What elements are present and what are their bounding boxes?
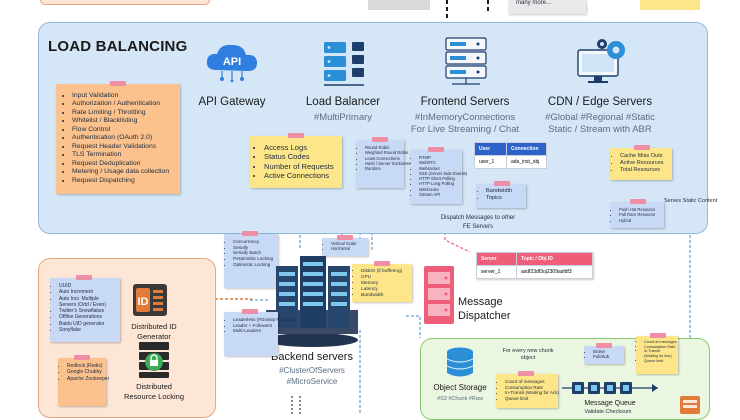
- load-balancer-label: Load Balancer: [305, 96, 381, 108]
- queue-modes-note: Broker Pub/Sub: [584, 343, 624, 364]
- backend-tag2: #MicroService: [286, 377, 338, 386]
- cdn-cache-note: Cache Miss Outs Active Resources Total R…: [610, 145, 672, 180]
- lock-label-2: Resource Locking: [123, 392, 185, 401]
- chunk-label: For every new chunk object: [502, 348, 554, 361]
- top-strip-gray-box: [368, 0, 430, 10]
- lock-server-icon: [139, 342, 169, 378]
- api-cloud-icon: API: [206, 44, 257, 82]
- queue-metrics-note: Count of messages Consumption Rate In-Tr…: [636, 333, 678, 374]
- backend-servers-icon: [266, 256, 358, 347]
- frontend-tag2: For Live Streaming / Chat: [410, 124, 520, 135]
- cdn-tag2: Static / Stream with ABR: [548, 124, 652, 135]
- fe-metrics-note: Bandwidth Topics: [476, 181, 526, 208]
- many-more-label: many more...: [516, 0, 552, 6]
- lock-label: Distributed: [136, 382, 172, 391]
- dispatcher-table: Server Topic / Obj ID server_1 asdf23df3…: [476, 252, 593, 279]
- load-balancing-title: LOAD BALANCING: [48, 38, 188, 55]
- backend-to-storage-line: [406, 315, 421, 338]
- fe-to-dispatcher-line: [444, 182, 471, 253]
- object-storage-icon: [446, 347, 474, 377]
- api-gateway-label: API Gateway: [198, 96, 266, 108]
- dispatcher-server-icon: [424, 266, 454, 324]
- cdn-monitor-icon: [577, 39, 625, 83]
- message-queue-icon: [562, 382, 658, 394]
- fe-protocols-note: RTMP WebRTC Websocket SSE (Server Side E…: [410, 147, 467, 204]
- backend-tag: #ClusterOfServers: [279, 366, 345, 375]
- fe-connection-table: User Connection user_1 ada_inst_obj: [474, 142, 547, 169]
- svg-text:API: API: [223, 56, 241, 68]
- resources-note: DiskIO (if buffering) CPU Memory Latency…: [352, 261, 412, 302]
- svg-text:ID: ID: [138, 296, 149, 308]
- top-strip-note: many more...: [508, 0, 586, 14]
- message-queue-label: Message Queue: [584, 400, 636, 407]
- frontend-tag: #InMemoryConnections: [414, 112, 516, 123]
- frontend-servers-label: Frontend Servers: [420, 96, 510, 108]
- serves-static-label: Serves Static Content: [664, 198, 718, 204]
- id-generator-label: Distributed ID: [131, 322, 177, 331]
- frontend-server-icon: [445, 37, 487, 85]
- dispatch-label: Dispatch Messages to other FE Servers: [440, 215, 516, 230]
- validate-checksum-label: Validate Checksum: [584, 409, 632, 415]
- load-balancer-icon: [324, 42, 364, 86]
- logs-note: Access Logs Status Codes Number of Reque…: [250, 133, 342, 188]
- leadership-note: Leaderless (#Gossip Protocol) Leader + F…: [224, 309, 295, 356]
- id-generator-label-2: Generator: [137, 332, 171, 341]
- top-strip-yellow: [640, 0, 700, 10]
- object-storage-label: Object Storage: [433, 383, 487, 392]
- dispatcher-label: Message: [458, 296, 503, 308]
- object-storage-tag: #S3 #Chunk #Raw: [437, 396, 483, 402]
- dispatcher-label-2: Dispatcher: [458, 310, 511, 322]
- storage-metrics-note: Count of messages Consumption Rate In-Tr…: [496, 371, 559, 408]
- backend-servers-label: Backend servers: [271, 351, 353, 363]
- id-methods-note: UUID Auto Increment Auto Incr. Multiple …: [50, 275, 120, 342]
- concurrency-note: Concurrency Serially Serially Batch Pess…: [224, 231, 278, 288]
- cdn-tag: #Global #Regional #Static: [545, 112, 655, 123]
- id-generator-icon: ID: [133, 284, 167, 316]
- lock-tools-note: Redlock (Redis) Google Chubby Apache Zoo…: [58, 355, 109, 406]
- scaling-note: Vertical Scale Horizontal: [322, 235, 368, 256]
- cdn-label: CDN / Edge Servers: [547, 96, 653, 108]
- cdn-edge-storage-icon: [680, 396, 700, 414]
- load-balancer-tag: #MultiPrimary: [313, 112, 373, 123]
- cdn-push-pull-note: Push Hot Resource Pull Rare Resource Hyb…: [610, 199, 664, 228]
- lb-algorithms-note: Round Robin Weighted Round Robin Least C…: [356, 137, 411, 188]
- api-features-note: Input Validation Authorization / Authent…: [56, 81, 180, 194]
